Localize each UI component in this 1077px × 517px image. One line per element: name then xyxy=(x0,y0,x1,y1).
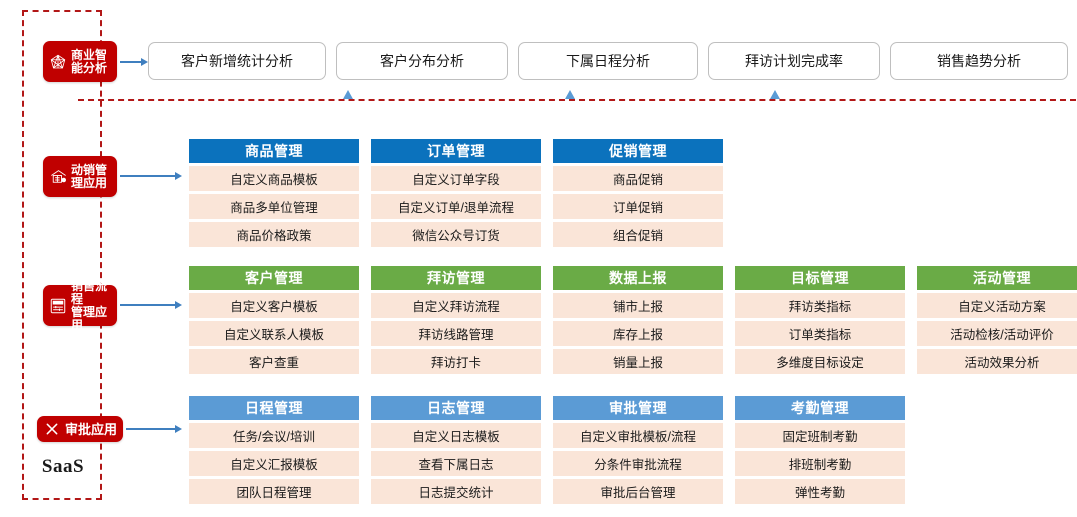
module-column: 订单管理自定义订单字段自定义订单/退单流程微信公众号订货 xyxy=(371,139,541,247)
module-feature-item[interactable]: 分条件审批流程 xyxy=(553,451,723,476)
module-feature-item[interactable]: 自定义审批模板/流程 xyxy=(553,423,723,448)
module-feature-item[interactable]: 拜访线路管理 xyxy=(371,321,541,346)
analytics-card[interactable]: 客户新增统计分析 xyxy=(148,42,326,80)
module-column-header[interactable]: 审批管理 xyxy=(553,396,723,420)
module-column-header[interactable]: 日志管理 xyxy=(371,396,541,420)
module-feature-item[interactable]: 查看下属日志 xyxy=(371,451,541,476)
module-column: 数据上报铺市上报库存上报销量上报 xyxy=(553,266,723,374)
arrow-head xyxy=(175,301,182,309)
store-house-icon xyxy=(48,167,68,187)
module-column: 商品管理自定义商品模板商品多单位管理商品价格政策 xyxy=(189,139,359,247)
module-feature-item[interactable]: 自定义订单字段 xyxy=(371,166,541,191)
arrow-head xyxy=(175,172,182,180)
saas-boundary xyxy=(22,10,102,500)
module-column: 拜访管理自定义拜访流程拜访线路管理拜访打卡 xyxy=(371,266,541,374)
module-feature-item[interactable]: 库存上报 xyxy=(553,321,723,346)
module-feature-item[interactable]: 任务/会议/培训 xyxy=(189,423,359,448)
arrow-head xyxy=(141,58,148,66)
module-column-header[interactable]: 订单管理 xyxy=(371,139,541,163)
analytics-card[interactable]: 下属日程分析 xyxy=(518,42,698,80)
module-feature-item[interactable]: 微信公众号订货 xyxy=(371,222,541,247)
cross-stamp-icon xyxy=(42,419,62,439)
arrow-shaft xyxy=(120,175,175,177)
module-feature-item[interactable]: 固定班制考勤 xyxy=(735,423,905,448)
arrow-shaft xyxy=(120,304,175,306)
module-column-header[interactable]: 活动管理 xyxy=(917,266,1077,290)
module-feature-item[interactable]: 拜访打卡 xyxy=(371,349,541,374)
module-column-header[interactable]: 目标管理 xyxy=(735,266,905,290)
module-column: 促销管理商品促销订单促销组合促销 xyxy=(553,139,723,247)
pill-business-intelligence[interactable]: 商业智 能分析 xyxy=(43,41,117,82)
module-column: 客户管理自定义客户模板自定义联系人模板客户查重 xyxy=(189,266,359,374)
module-feature-item[interactable]: 商品多单位管理 xyxy=(189,194,359,219)
module-column: 考勤管理固定班制考勤排班制考勤弹性考勤 xyxy=(735,396,905,504)
pill-label: 商业智 能分析 xyxy=(71,47,108,75)
module-column: 目标管理拜访类指标订单类指标多维度目标设定 xyxy=(735,266,905,374)
up-arrow-icon xyxy=(770,90,780,99)
module-feature-item[interactable]: 拜访类指标 xyxy=(735,293,905,318)
module-feature-item[interactable]: 铺市上报 xyxy=(553,293,723,318)
saas-label: SaaS xyxy=(41,456,85,477)
module-column: 活动管理自定义活动方案活动检核/活动评价活动效果分析 xyxy=(917,266,1077,374)
pill-label: 销售流程 管理应用 xyxy=(71,278,108,332)
connector-arrow-sales xyxy=(120,171,182,181)
module-column-header[interactable]: 日程管理 xyxy=(189,396,359,420)
module-column-header[interactable]: 商品管理 xyxy=(189,139,359,163)
pill-label: 动销管 理应用 xyxy=(71,162,108,190)
module-feature-item[interactable]: 排班制考勤 xyxy=(735,451,905,476)
analytics-card[interactable]: 拜访计划完成率 xyxy=(708,42,880,80)
module-feature-item[interactable]: 订单类指标 xyxy=(735,321,905,346)
module-column-header[interactable]: 考勤管理 xyxy=(735,396,905,420)
arrow-shaft xyxy=(126,428,175,430)
up-arrow-icon xyxy=(565,90,575,99)
connector-arrow-approval xyxy=(126,424,182,434)
arrow-head xyxy=(175,425,182,433)
module-feature-item[interactable]: 日志提交统计 xyxy=(371,479,541,504)
module-feature-item[interactable]: 自定义活动方案 xyxy=(917,293,1077,318)
module-feature-item[interactable]: 自定义客户模板 xyxy=(189,293,359,318)
module-feature-item[interactable]: 自定义拜访流程 xyxy=(371,293,541,318)
module-feature-item[interactable]: 活动检核/活动评价 xyxy=(917,321,1077,346)
up-arrow-icon xyxy=(343,90,353,99)
module-feature-item[interactable]: 组合促销 xyxy=(553,222,723,247)
module-feature-item[interactable]: 自定义商品模板 xyxy=(189,166,359,191)
analytics-card[interactable]: 客户分布分析 xyxy=(336,42,508,80)
pill-sales-process[interactable]: 销售流程 管理应用 xyxy=(43,279,117,331)
module-feature-item[interactable]: 自定义联系人模板 xyxy=(189,321,359,346)
pill-sales-movement[interactable]: 动销管 理应用 xyxy=(43,156,117,197)
module-column-header[interactable]: 拜访管理 xyxy=(371,266,541,290)
analytics-card[interactable]: 销售趋势分析 xyxy=(890,42,1068,80)
module-feature-item[interactable]: 多维度目标设定 xyxy=(735,349,905,374)
module-feature-item[interactable]: 商品价格政策 xyxy=(189,222,359,247)
module-feature-item[interactable]: 自定义订单/退单流程 xyxy=(371,194,541,219)
module-feature-item[interactable]: 自定义日志模板 xyxy=(371,423,541,448)
section-divider xyxy=(78,99,1076,101)
sale-ledger-icon xyxy=(48,296,68,316)
module-column: 审批管理自定义审批模板/流程分条件审批流程审批后台管理 xyxy=(553,396,723,504)
module-column-header[interactable]: 数据上报 xyxy=(553,266,723,290)
module-feature-item[interactable]: 审批后台管理 xyxy=(553,479,723,504)
module-column: 日志管理自定义日志模板查看下属日志日志提交统计 xyxy=(371,396,541,504)
connector-arrow-process xyxy=(120,300,182,310)
pill-approval-app[interactable]: 审批应用 xyxy=(37,416,123,442)
module-column: 日程管理任务/会议/培训自定义汇报模板团队日程管理 xyxy=(189,396,359,504)
module-column-header[interactable]: 促销管理 xyxy=(553,139,723,163)
module-feature-item[interactable]: 活动效果分析 xyxy=(917,349,1077,374)
connector-arrow-bi xyxy=(120,57,148,67)
module-feature-item[interactable]: 弹性考勤 xyxy=(735,479,905,504)
module-feature-item[interactable]: 自定义汇报模板 xyxy=(189,451,359,476)
module-feature-item[interactable]: 订单促销 xyxy=(553,194,723,219)
arrow-shaft xyxy=(120,61,141,63)
network-graph-icon xyxy=(48,52,68,72)
module-feature-item[interactable]: 销量上报 xyxy=(553,349,723,374)
module-feature-item[interactable]: 商品促销 xyxy=(553,166,723,191)
module-feature-item[interactable]: 团队日程管理 xyxy=(189,479,359,504)
pill-label: 审批应用 xyxy=(65,421,118,437)
module-column-header[interactable]: 客户管理 xyxy=(189,266,359,290)
module-feature-item[interactable]: 客户查重 xyxy=(189,349,359,374)
